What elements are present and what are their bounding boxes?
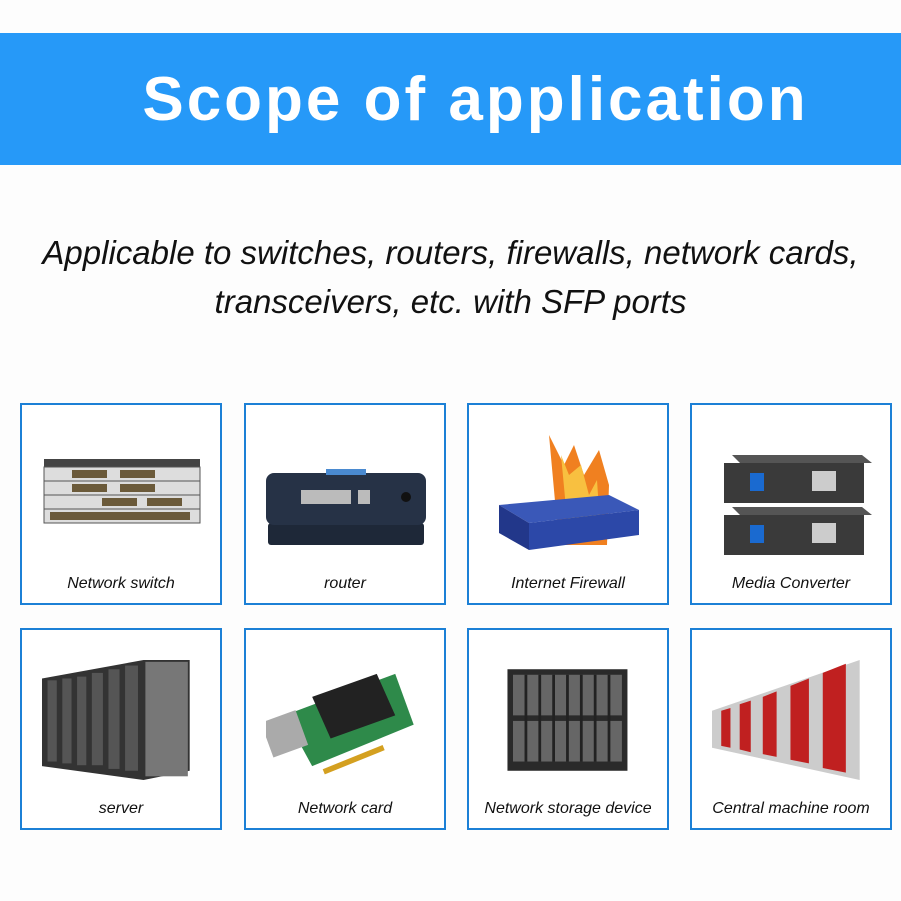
card-storage-device: Network storage device [467, 628, 669, 830]
subtitle: Applicable to switches, routers, firewal… [0, 228, 901, 326]
card-media-converter: Media Converter [690, 403, 892, 605]
card-label: Media Converter [731, 575, 851, 592]
card-label: Network card [297, 800, 393, 817]
page-title: Scope of application [142, 64, 809, 134]
media-converter-icon [724, 455, 872, 555]
subtitle-line-2: transceivers, etc. with SFP ports [214, 283, 687, 320]
card-router: router [244, 403, 446, 605]
storage-device-icon [507, 669, 628, 771]
card-label: Network switch [67, 575, 175, 592]
card-network-card: Network card [244, 628, 446, 830]
machine-room-icon [712, 660, 860, 780]
card-network-switch: Network switch [20, 403, 222, 605]
header-banner: Scope of application [0, 33, 901, 165]
card-label: Network storage device [484, 800, 652, 817]
firewall-icon [499, 435, 639, 550]
card-server: server [20, 628, 222, 830]
card-label: server [98, 800, 144, 817]
card-machine-room: Central machine room [690, 628, 892, 830]
router-icon [266, 469, 426, 545]
subtitle-line-1: Applicable to switches, routers, firewal… [42, 234, 859, 271]
card-firewall: Internet Firewall [467, 403, 669, 605]
network-switch-icon [43, 459, 201, 524]
card-label: Internet Firewall [511, 575, 625, 592]
card-label: router [324, 575, 366, 592]
network-card-icon [266, 673, 414, 775]
server-rack-icon [42, 660, 190, 780]
card-label: Central machine room [712, 800, 870, 817]
